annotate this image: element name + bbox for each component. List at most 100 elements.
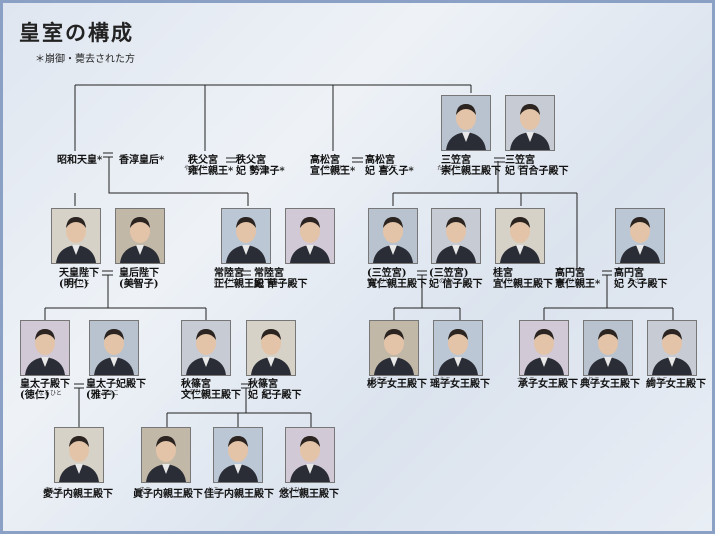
- portrait-icon: [368, 208, 418, 264]
- person-label: 三笠宮崇仁親王殿下: [441, 155, 501, 177]
- name-reading: きくこ: [380, 165, 399, 172]
- person-label-line: 崇仁親王殿下: [441, 166, 501, 177]
- person-label-line: 雍仁親王*: [188, 166, 234, 177]
- portrait-icon: [246, 320, 296, 376]
- person-label: 天皇陛下(明仁): [59, 268, 99, 290]
- person-label-line: 悠仁親王殿下: [279, 489, 339, 500]
- person-label-line: (徳仁): [20, 390, 50, 401]
- person-label: 絢子女王殿下: [646, 379, 706, 390]
- person-label-line: (美智子): [119, 279, 159, 290]
- portrait-icon: [141, 427, 191, 483]
- person-label-line: 皇太子妃殿下: [86, 379, 146, 390]
- name-reading: のりひと: [556, 278, 580, 285]
- person-label: 高松宮宣仁親王*: [310, 155, 355, 177]
- person-label-line: 桂宮: [493, 268, 513, 279]
- person-label: 皇太子妃殿下(雅子): [86, 379, 146, 401]
- person-label-line: 三笠宮: [505, 155, 535, 166]
- person-label-line: 高松宮: [310, 155, 340, 166]
- portrait-icon: [20, 320, 70, 376]
- portrait-icon: [615, 208, 665, 264]
- portrait-icon: [213, 427, 263, 483]
- person-label-line: 皇太子殿下: [20, 379, 70, 390]
- person-label-line: 高円宮: [555, 268, 585, 279]
- name-reading: のぶこ: [439, 278, 458, 285]
- name-reading: あきこ: [370, 377, 389, 384]
- person-label-line: 妃 久子殿下: [614, 279, 668, 290]
- portrait-icon: [433, 320, 483, 376]
- family-tree-lines: [44, 84, 674, 433]
- person-label: 悠仁親王殿下: [279, 489, 339, 500]
- person-label-line: 宜仁親王殿下: [493, 279, 553, 290]
- name-reading: ひさこ: [628, 278, 647, 285]
- name-reading: かこ: [207, 487, 220, 494]
- person-label: 秋篠宮妃 紀子殿下: [248, 379, 301, 401]
- name-reading: あやこ: [650, 377, 669, 384]
- person-label-line: 妃 華子殿下: [254, 279, 308, 290]
- person-label: 皇后陛下(美智子): [119, 268, 159, 290]
- portrait-icon: [495, 208, 545, 264]
- person-label-line: 佳子内親王殿下: [204, 489, 274, 500]
- person-label: 昭和天皇*: [57, 155, 102, 166]
- deceased-note: ＊崩御・薨去された方: [35, 54, 135, 65]
- name-reading: つぐこ: [517, 377, 536, 384]
- name-reading: たかひと: [437, 165, 461, 172]
- portrait-icon: [583, 320, 633, 376]
- person-label-line: 妃 喜久子*: [365, 166, 414, 177]
- person-label: 承子女王殿下: [518, 379, 578, 390]
- person-label: 秋篠宮文仁親王殿下: [181, 379, 241, 401]
- person-label-line: 典子女王殿下: [580, 379, 640, 390]
- name-reading: ようこ: [433, 377, 452, 384]
- person-label-line: 秋篠宮: [181, 379, 211, 390]
- person-label-line: 憲仁親王*: [555, 279, 601, 290]
- person-label-line: 絢子女王殿下: [646, 379, 706, 390]
- name-reading: ふみひと: [183, 389, 207, 396]
- name-reading: やすひと: [184, 165, 208, 172]
- person-label-line: 秩父宮: [236, 155, 266, 166]
- portrait-icon: [285, 427, 335, 483]
- person-label-line: 常陸宮: [214, 268, 244, 279]
- portrait-icon: [89, 320, 139, 376]
- person-label: 眞子内親王殿下: [133, 489, 203, 500]
- name-reading: きこ: [262, 389, 275, 396]
- person-label-line: 寬仁親王殿下: [367, 279, 427, 290]
- portrait-icon: [115, 208, 165, 264]
- person-label-line: 妃 紀子殿下: [248, 390, 302, 401]
- name-reading: まこ: [139, 487, 152, 494]
- person-label-line: 妃 信子殿下: [429, 279, 483, 290]
- portrait-icon: [51, 208, 101, 264]
- name-reading: なるひと: [38, 390, 62, 397]
- person-label: 愛子内親王殿下: [43, 489, 113, 500]
- person-label: 彬子女王殿下: [367, 379, 427, 390]
- name-reading: ゆりこ: [517, 165, 536, 172]
- name-reading: あきひと: [66, 279, 90, 286]
- person-label-line: 瑶子女王殿下: [430, 379, 490, 390]
- name-reading: のぶひと: [324, 165, 348, 172]
- person-label-line: 承子女王殿下: [518, 379, 578, 390]
- name-reading: ひさひと: [282, 487, 306, 494]
- person-label-line: 愛子内親王殿下: [43, 489, 113, 500]
- portrait-icon: [54, 427, 104, 483]
- person-label: 香淳皇后*: [119, 155, 164, 166]
- person-label: 瑶子女王殿下: [430, 379, 490, 390]
- person-label-line: 妃 勢津子*: [236, 166, 285, 177]
- person-label-line: (明仁): [59, 279, 89, 290]
- person-label-line: 文仁親王殿下: [181, 390, 241, 401]
- person-label: 高円宮憲仁親王*: [555, 268, 600, 290]
- page-title: 皇室の構成: [19, 20, 134, 45]
- person-label-line: 皇后陛下: [119, 268, 159, 279]
- portrait-icon: [181, 320, 231, 376]
- name-reading: みちこ: [124, 279, 143, 286]
- person-label-line: 宣仁親王*: [310, 166, 356, 177]
- name-reading: あいこ: [45, 487, 64, 494]
- person-label-line: 彬子女王殿下: [367, 379, 427, 390]
- person-label: 桂宮宜仁親王殿下: [493, 268, 553, 290]
- name-reading: のりこ: [582, 377, 601, 384]
- person-label: 秩父宮妃 勢津子*: [236, 155, 285, 177]
- person-label-line: (三笠宮): [429, 268, 469, 279]
- name-reading: まさこ: [101, 390, 120, 397]
- name-reading: まさひと: [213, 278, 237, 285]
- person-label-line: 妃 百合子殿下: [505, 166, 569, 177]
- person-label-line: (雅子): [86, 390, 116, 401]
- person-label-line: 眞子内親王殿下: [133, 489, 203, 500]
- person-label-line: 高松宮: [365, 155, 395, 166]
